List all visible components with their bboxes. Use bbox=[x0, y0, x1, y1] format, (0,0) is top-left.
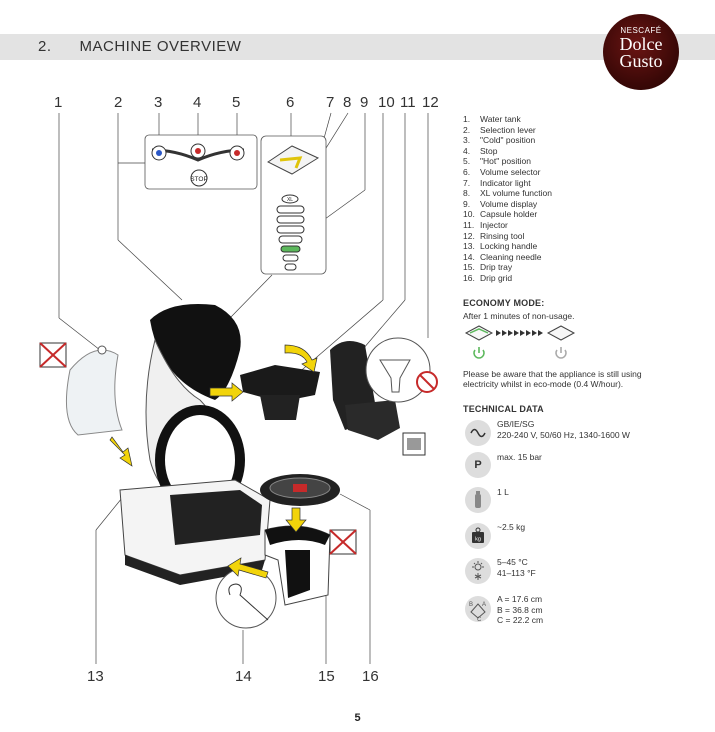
parts-list-item: 2.Selection lever bbox=[463, 124, 536, 135]
callout-8: 8 bbox=[343, 94, 352, 111]
weight-spec: ~2.5 kg bbox=[497, 522, 526, 532]
section-title: 2. MACHINE OVERVIEW bbox=[38, 38, 242, 55]
parts-list-item: 4.Stop bbox=[463, 145, 498, 156]
parts-list-item: 5."Hot" position bbox=[463, 156, 531, 167]
xl-label: XL bbox=[287, 197, 293, 203]
stop-label: STOP bbox=[190, 176, 208, 183]
eco-mode-diagram bbox=[464, 325, 576, 359]
callout-2: 2 bbox=[114, 94, 123, 111]
economy-note-line-2: electricity whilst in eco-mode (0.4 W/ho… bbox=[463, 379, 624, 389]
weight-icon-label: kg bbox=[475, 537, 481, 543]
svg-text:B: B bbox=[469, 602, 473, 608]
callout-11: 11 bbox=[400, 94, 416, 111]
pressure-icon-label: P bbox=[474, 459, 482, 471]
voltage-spec: GB/IE/SG 220-240 V, 50/60 Hz, 1340-1600 … bbox=[497, 419, 630, 440]
logo-line-1: NESCAFÉ bbox=[620, 26, 662, 35]
callout-16: 16 bbox=[362, 668, 379, 685]
svg-text:C: C bbox=[477, 617, 482, 622]
callout-4: 4 bbox=[193, 94, 202, 111]
voltage-icon bbox=[465, 420, 491, 446]
callout-13: 13 bbox=[87, 668, 104, 685]
section-header-band bbox=[0, 34, 715, 60]
parts-list-item: 1.Water tank bbox=[463, 114, 521, 124]
brand-logo: NESCAFÉ Dolce Gusto bbox=[603, 14, 679, 90]
pressure-icon: P bbox=[465, 452, 491, 478]
power-on-icon bbox=[473, 347, 485, 359]
logo-line-3: Gusto bbox=[619, 51, 663, 71]
capacity-spec: 1 L bbox=[497, 487, 509, 497]
parts-list-item: 12.Rinsing tool bbox=[463, 230, 525, 241]
page-number: 5 bbox=[354, 712, 361, 724]
callout-5: 5 bbox=[232, 94, 241, 111]
capacity-icon bbox=[465, 487, 491, 513]
parts-list-item: 3."Cold" position bbox=[463, 135, 536, 146]
parts-list-item: 15.Drip tray bbox=[463, 262, 513, 273]
parts-list-item: 8.XL volume function bbox=[463, 188, 552, 199]
callout-10: 10 bbox=[378, 94, 395, 111]
callout-14: 14 bbox=[235, 668, 252, 685]
callout-9: 9 bbox=[360, 94, 369, 111]
callout-7: 7 bbox=[326, 94, 335, 111]
technical-heading: TECHNICAL DATA bbox=[463, 404, 544, 414]
dimensions-icon: B A C bbox=[465, 596, 491, 623]
callout-1: 1 bbox=[54, 94, 63, 111]
callout-15: 15 bbox=[318, 668, 335, 685]
parts-list-item: 16.Drip grid bbox=[463, 272, 513, 283]
temperature-icon bbox=[465, 558, 491, 584]
machine-illustration: STOP XL bbox=[39, 112, 438, 664]
logo-line-2: Dolce bbox=[619, 34, 663, 54]
svg-text:A: A bbox=[482, 602, 486, 608]
weight-icon: kg bbox=[465, 523, 491, 549]
parts-list-item: 11.Injector bbox=[463, 219, 508, 230]
callout-3: 3 bbox=[154, 94, 163, 111]
economy-note-line-1: Please be aware that the appliance is st… bbox=[463, 369, 642, 379]
pressure-spec: max. 15 bar bbox=[497, 452, 542, 462]
power-off-icon bbox=[555, 347, 567, 359]
parts-list-item: 7.Indicator light bbox=[463, 177, 531, 188]
parts-list-item: 13.Locking handle bbox=[463, 241, 538, 252]
parts-list: 1.Water tank 2.Selection lever 3."Cold" … bbox=[463, 114, 552, 284]
economy-heading: ECONOMY MODE: bbox=[463, 298, 545, 308]
temperature-spec: 5–45 °C 41–113 °F bbox=[497, 557, 536, 578]
parts-list-item: 14.Cleaning needle bbox=[463, 251, 542, 262]
parts-list-item: 10.Capsule holder bbox=[463, 209, 538, 220]
parts-list-item: 9.Volume display bbox=[463, 198, 538, 209]
dimensions-spec: A = 17.6 cm B = 36.8 cm C = 22.2 cm bbox=[497, 594, 544, 625]
callout-6: 6 bbox=[286, 94, 295, 111]
parts-list-item: 6.Volume selector bbox=[463, 166, 541, 177]
callout-12: 12 bbox=[422, 94, 439, 111]
economy-subtitle: After 1 minutes of non-usage. bbox=[463, 311, 575, 321]
